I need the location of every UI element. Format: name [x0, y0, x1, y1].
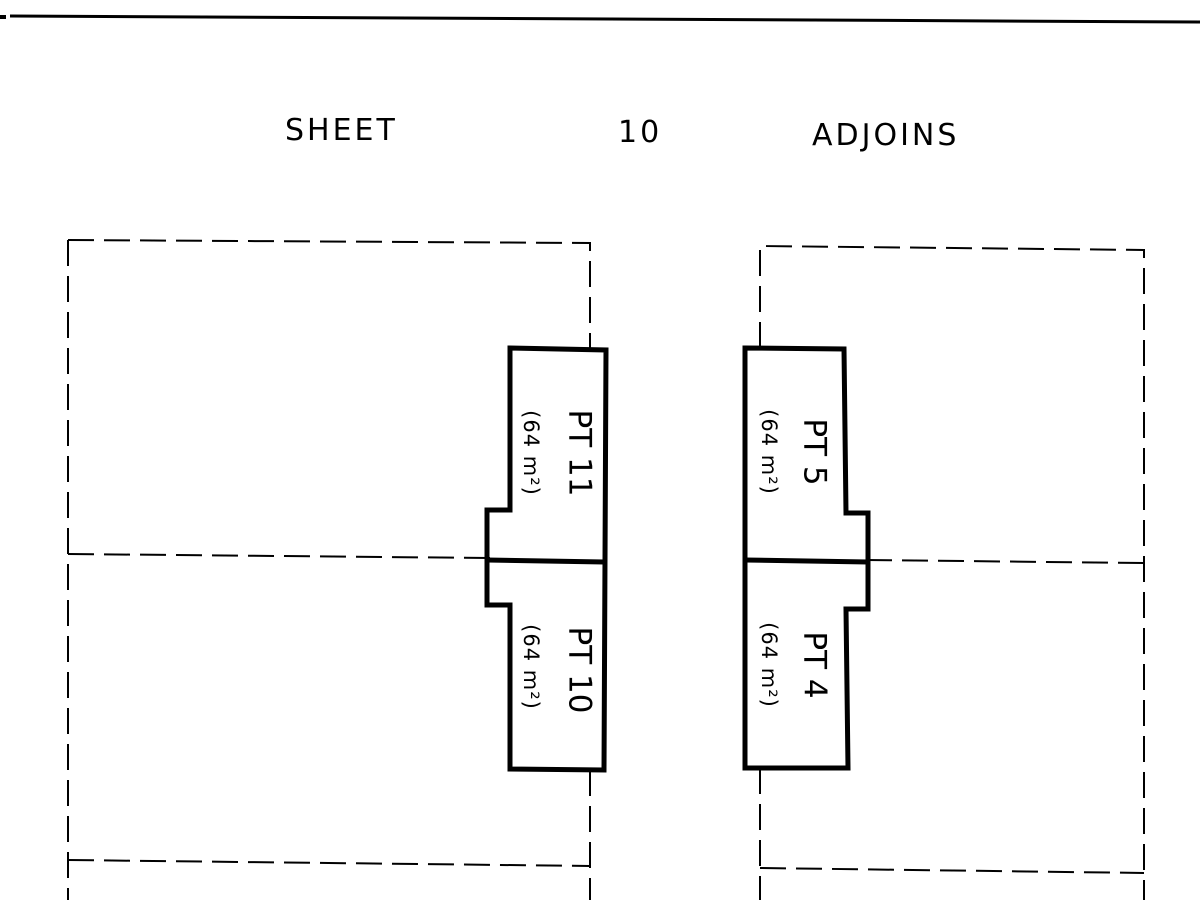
right-plot-outline — [742, 345, 871, 771]
plot-pt4-area-wrap: (64 m²) — [757, 622, 781, 708]
plot-pt5-area: (64 m²) — [757, 409, 781, 495]
plot-pt4: PT 4 — [797, 631, 833, 698]
plot-pt11: PT 11 — [562, 410, 598, 497]
sheet-number: 10 — [618, 115, 662, 150]
plot-pt11-area: (64 m²) — [519, 410, 543, 496]
sheet-label: SHEET — [285, 113, 398, 148]
plot-pt11-area-wrap: (64 m²) — [519, 410, 543, 496]
plot-pt10-area: (64 m²) — [519, 624, 543, 710]
plot-pt11-label: PT 11 — [562, 410, 598, 497]
plot-pt5-area-wrap: (64 m²) — [757, 409, 781, 495]
top-border-line — [9, 14, 1200, 24]
adjoins-label: ADJOINS — [812, 118, 959, 153]
plot-pt4-label: PT 4 — [797, 631, 833, 698]
plot-pt5: PT 5 — [797, 418, 833, 485]
plot-pt10-area-wrap: (64 m²) — [519, 624, 543, 710]
plot-pt4-area: (64 m²) — [757, 622, 781, 708]
plot-pt10-label: PT 10 — [562, 627, 598, 714]
right-parcel-boundaries — [759, 244, 1145, 900]
left-plot-outline — [484, 345, 609, 773]
left-parcel-boundaries — [67, 239, 591, 900]
plot-pt10: PT 10 — [562, 627, 598, 714]
plot-pt5-label: PT 5 — [797, 418, 833, 485]
